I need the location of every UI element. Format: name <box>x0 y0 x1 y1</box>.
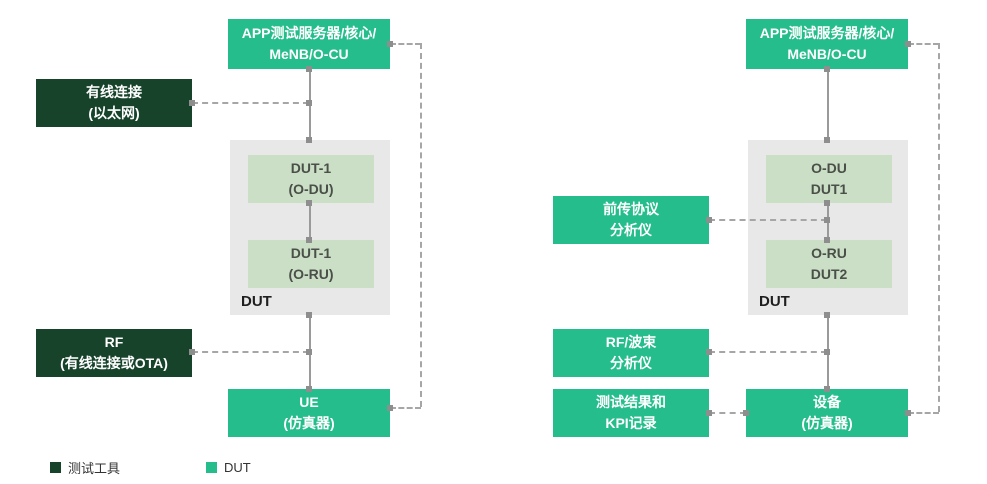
connector-node <box>306 349 312 355</box>
right-rf-beam-line2: 分析仪 <box>610 355 652 371</box>
right-fronthaul-line1: 前传协议 <box>603 201 659 217</box>
left-dut-label: DUT <box>241 293 272 310</box>
left-dut-oru-line1: DUT-1 <box>290 245 332 261</box>
right-kpi-line1: 测试结果和 <box>596 394 666 410</box>
right-app-server-box: APP测试服务器/核心/ MeNB/O-CU <box>746 19 908 69</box>
connector-node <box>824 200 830 206</box>
connector-node <box>706 410 712 416</box>
left-dut-oru-line2: (O-RU) <box>288 266 334 282</box>
connector-node <box>306 100 312 106</box>
legend-dut-label: DUT <box>224 460 251 475</box>
connector-node <box>706 217 712 223</box>
connector-dashed-line <box>908 43 939 45</box>
connector-node <box>706 349 712 355</box>
connector-dashed-line <box>192 102 309 104</box>
right-device-simulator-box: 设备 (仿真器) <box>746 389 908 437</box>
right-app-server-line2: MeNB/O-CU <box>787 46 867 62</box>
left-wired-line2: (以太网) <box>88 105 140 121</box>
right-device-line2: (仿真器) <box>801 415 853 431</box>
right-oru-box: O-RU DUT2 <box>766 240 892 288</box>
left-dut-odu-line2: (O-DU) <box>288 181 334 197</box>
left-rf-box: RF (有线连接或OTA) <box>36 329 192 377</box>
connector-node <box>189 100 195 106</box>
left-dut-odu-line1: DUT-1 <box>290 160 332 176</box>
connector-dashed-line <box>420 43 422 407</box>
connector-node <box>387 405 393 411</box>
connector-node <box>824 66 830 72</box>
left-wired-line1: 有线连接 <box>86 84 142 100</box>
left-dut-oru-box: DUT-1 (O-RU) <box>248 240 374 288</box>
right-rf-beam-analyzer-box: RF/波束 分析仪 <box>553 329 709 377</box>
connector-node <box>306 66 312 72</box>
right-odu-box: O-DU DUT1 <box>766 155 892 203</box>
connector-node <box>387 41 393 47</box>
left-app-server-line1: APP测试服务器/核心/ <box>241 25 377 41</box>
connector-dashed-line <box>192 351 309 353</box>
connector-node <box>306 200 312 206</box>
right-dut-label: DUT <box>759 293 790 310</box>
connector-node <box>306 386 312 392</box>
left-dut-odu-box: DUT-1 (O-DU) <box>248 155 374 203</box>
connector-node <box>743 410 749 416</box>
connector-node <box>824 312 830 318</box>
right-rf-beam-line1: RF/波束 <box>605 334 657 350</box>
left-app-server-line2: MeNB/O-CU <box>269 46 349 62</box>
connector-line <box>827 69 829 140</box>
legend-item-dut: DUT <box>206 460 251 475</box>
left-ue-box: UE (仿真器) <box>228 389 390 437</box>
left-app-server-box: APP测试服务器/核心/ MeNB/O-CU <box>228 19 390 69</box>
connector-dashed-line <box>908 412 939 414</box>
right-kpi-line2: KPI记录 <box>605 415 657 431</box>
connector-node <box>824 237 830 243</box>
left-rf-line2: (有线连接或OTA) <box>60 355 168 371</box>
right-fronthaul-line2: 分析仪 <box>610 222 652 238</box>
right-odu-line2: DUT1 <box>810 181 848 197</box>
connector-node <box>189 349 195 355</box>
left-wired-connection-box: 有线连接 (以太网) <box>36 79 192 127</box>
connector-dashed-line <box>709 351 827 353</box>
legend-test-tool-label: 测试工具 <box>68 461 121 476</box>
connector-dashed-line <box>709 219 827 221</box>
left-ue-line1: UE <box>299 394 319 410</box>
left-ue-line2: (仿真器) <box>283 415 335 431</box>
legend: 测试工具 DUT <box>50 458 251 477</box>
right-odu-line1: O-DU <box>811 160 847 176</box>
dut-swatch-icon <box>206 462 218 473</box>
connector-dashed-line <box>709 412 746 414</box>
connector-node <box>306 237 312 243</box>
left-rf-line1: RF <box>104 334 124 350</box>
connector-node <box>824 217 830 223</box>
connector-node <box>905 41 911 47</box>
connector-dashed-line <box>390 43 421 45</box>
right-app-server-line1: APP测试服务器/核心/ <box>759 25 895 41</box>
right-oru-line2: DUT2 <box>810 266 848 282</box>
test-tool-swatch-icon <box>50 462 61 473</box>
right-oru-line1: O-RU <box>811 245 847 261</box>
connector-node <box>824 137 830 143</box>
connector-dashed-line <box>390 407 421 409</box>
connector-line <box>309 203 311 240</box>
right-device-line1: 设备 <box>813 394 841 410</box>
legend-item-test-tool: 测试工具 <box>50 458 120 477</box>
connector-node <box>824 386 830 392</box>
connector-node <box>306 312 312 318</box>
connector-node <box>905 410 911 416</box>
right-kpi-record-box: 测试结果和 KPI记录 <box>553 389 709 437</box>
connector-dashed-line <box>938 43 940 412</box>
connector-node <box>306 137 312 143</box>
right-fronthaul-analyzer-box: 前传协议 分析仪 <box>553 196 709 244</box>
connector-node <box>824 349 830 355</box>
